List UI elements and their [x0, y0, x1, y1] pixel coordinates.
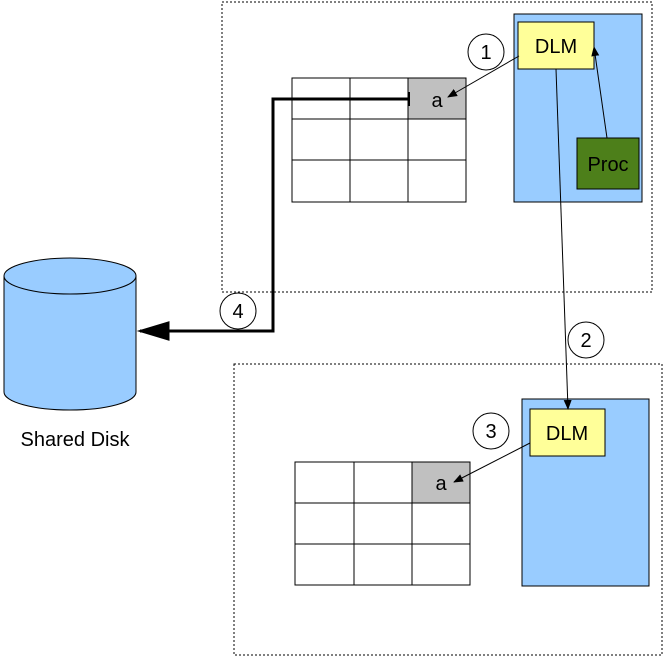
svg-text:3: 3: [485, 421, 496, 443]
arrow-step-1: [447, 55, 520, 98]
proc-label: Proc: [587, 154, 628, 176]
svg-text:2: 2: [580, 330, 591, 352]
shared-disk-label: Shared Disk: [21, 429, 131, 451]
arrow-step-4: [136, 97, 409, 341]
step-3-badge: 3: [472, 412, 510, 450]
shared-disk: [3, 257, 137, 411]
arrow-proc-to-dlm: [591, 46, 608, 139]
buffer-cell-a-bottom: [412, 462, 470, 503]
buffer-cell-a-top-label: a: [431, 90, 443, 112]
arrow-step-2: [555, 68, 572, 410]
buffer-grid-bottom: [294, 461, 471, 586]
proc-box: [576, 137, 640, 190]
dlm-box-top: [517, 21, 595, 70]
buffer-cell-a-bottom-label: a: [435, 473, 447, 495]
arrow-step-3: [453, 442, 531, 483]
step-1-badge: 1: [467, 33, 505, 71]
svg-text:1: 1: [480, 42, 491, 64]
step-2-badge: 2: [567, 321, 605, 359]
buffer-grid-top: [291, 77, 467, 203]
svg-text:4: 4: [232, 301, 243, 323]
dlm-bottom-label: DLM: [546, 423, 588, 445]
dlm-box-bottom: [529, 408, 606, 457]
buffer-cell-a-top: [408, 78, 466, 119]
dlm-top-label: DLM: [535, 36, 577, 58]
node-bottom-boundary: [233, 363, 663, 656]
step-4-badge: 4: [219, 292, 257, 330]
